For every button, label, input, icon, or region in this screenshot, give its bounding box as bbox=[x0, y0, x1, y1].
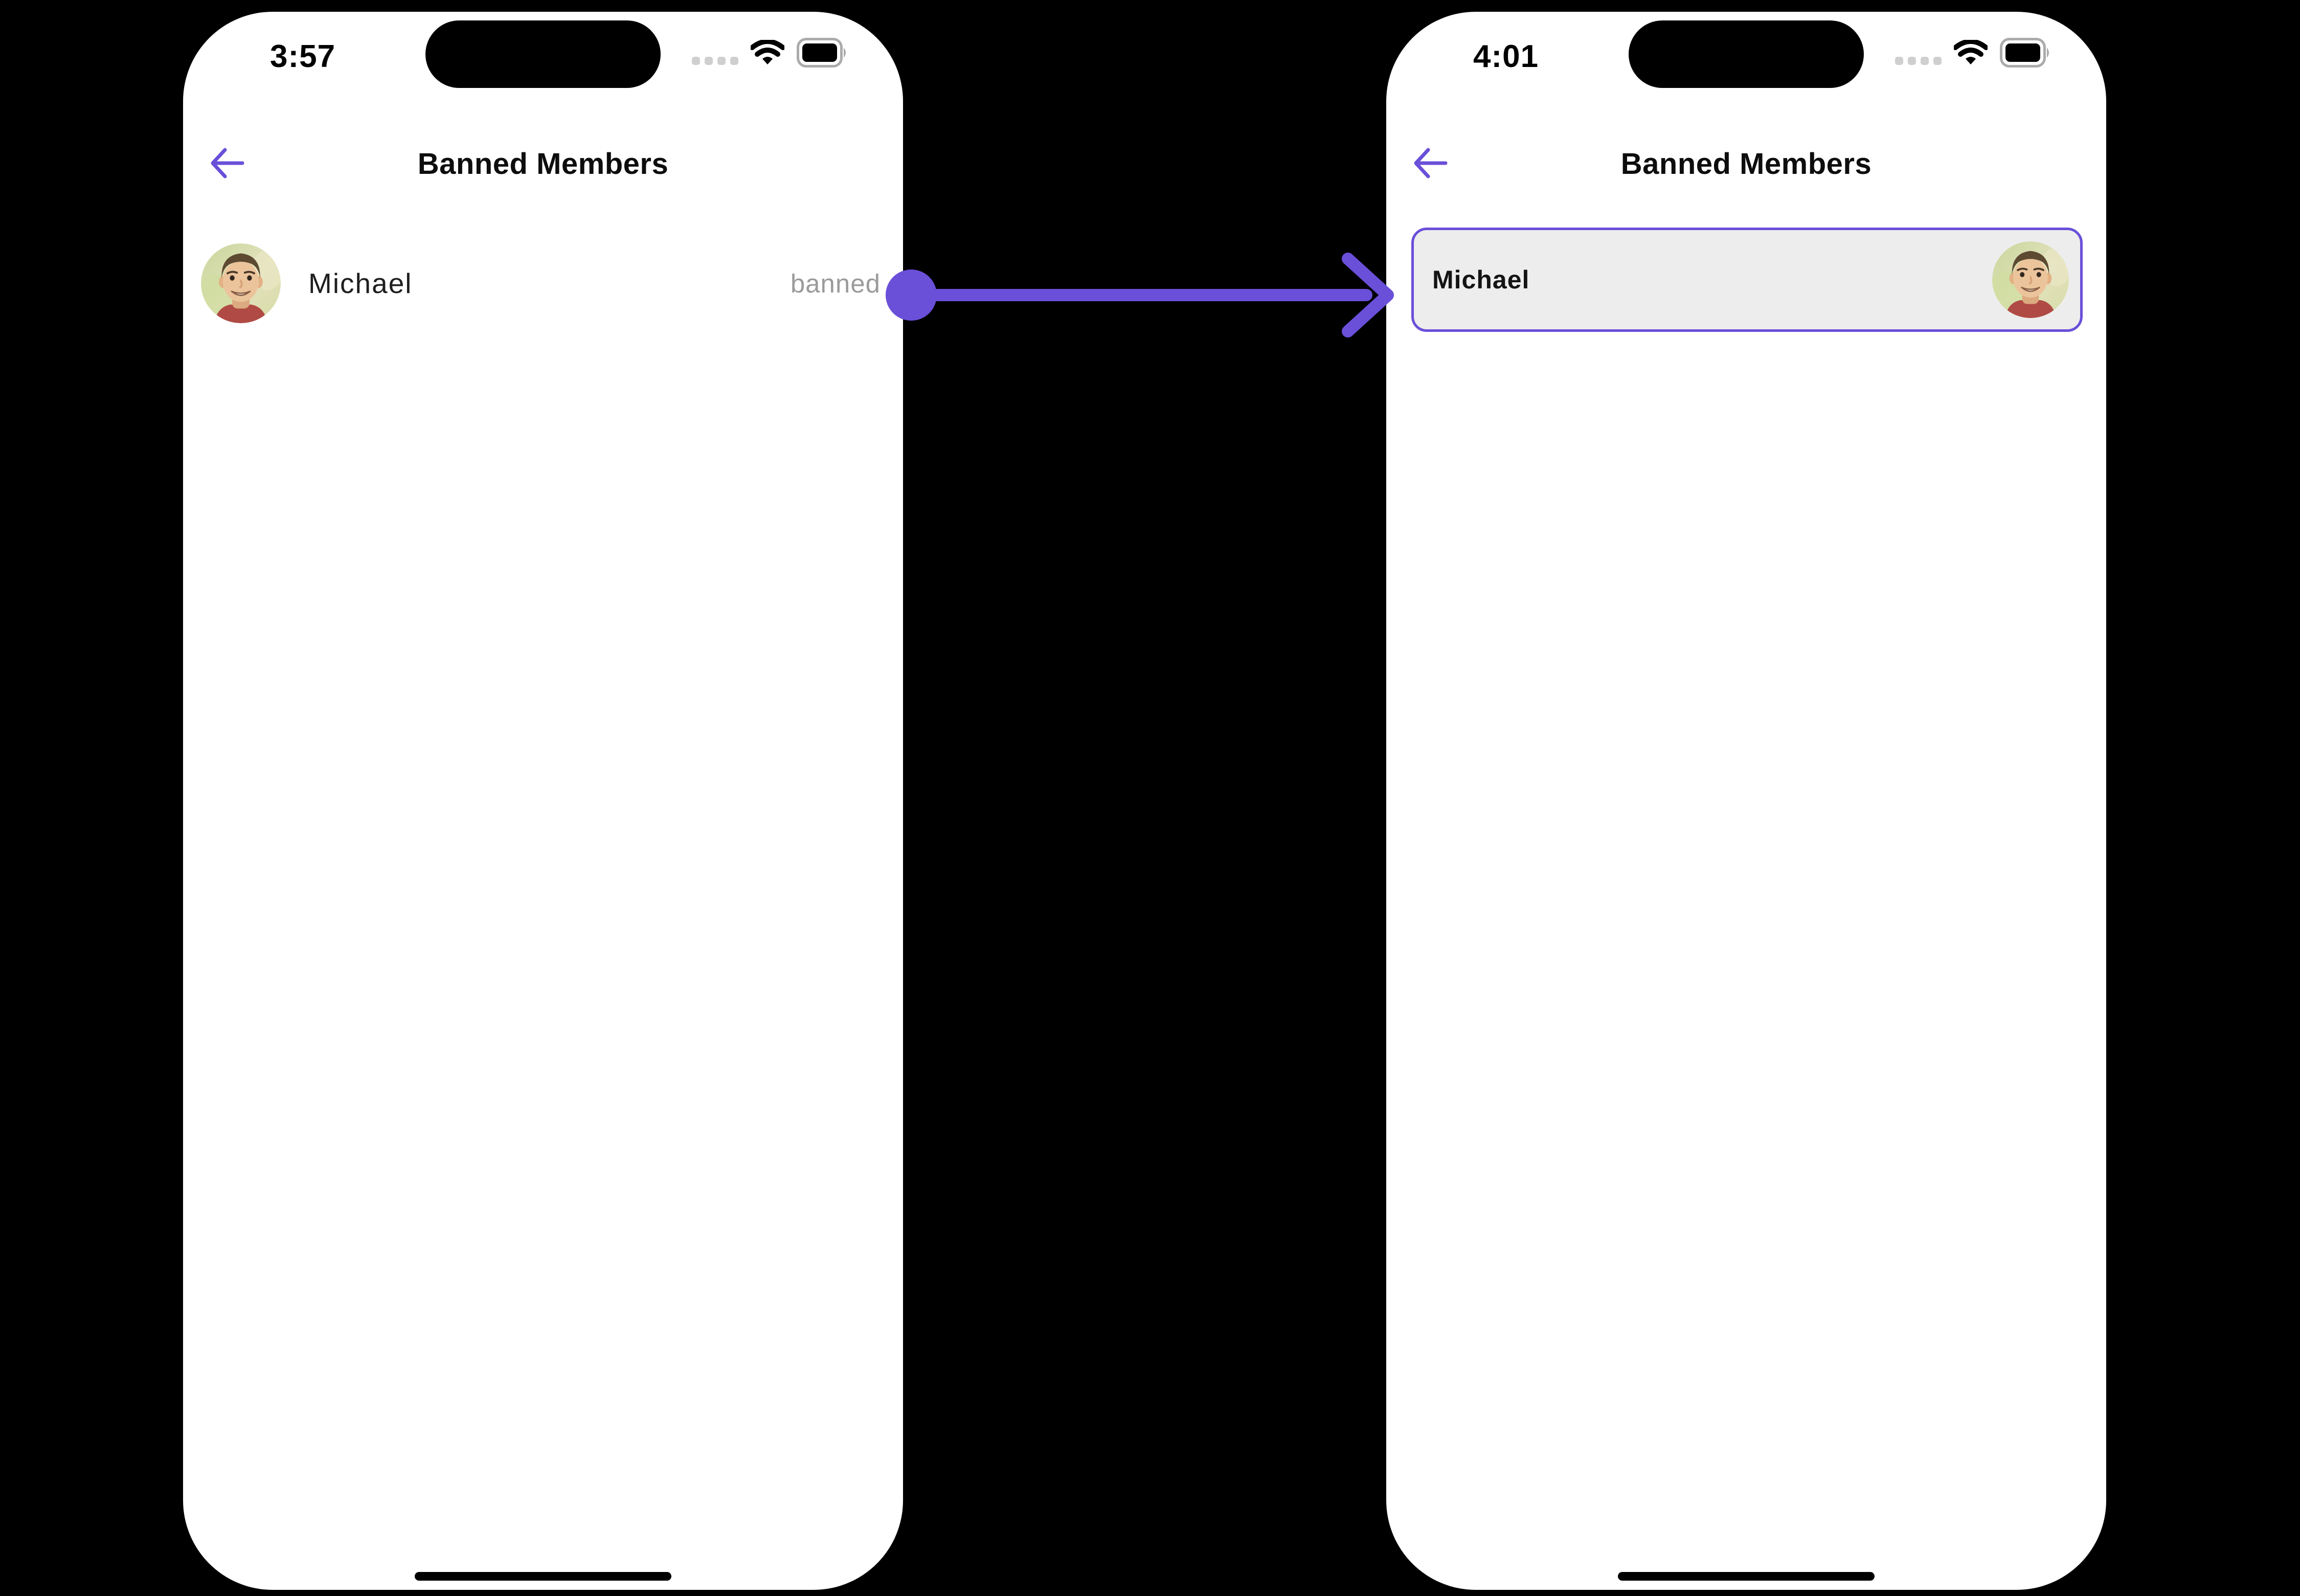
cellular-signal-icon bbox=[692, 57, 738, 65]
selected-member-card[interactable]: Michael bbox=[1411, 228, 2083, 332]
wifi-icon bbox=[1953, 38, 1989, 68]
right-phone-screen: 4:01 bbox=[1386, 12, 2106, 1590]
back-arrow-icon[interactable] bbox=[208, 144, 246, 183]
member-name: Michael bbox=[308, 267, 413, 299]
dynamic-island bbox=[425, 20, 661, 88]
page-title: Banned Members bbox=[1620, 147, 1872, 181]
page-title: Banned Members bbox=[417, 147, 669, 181]
back-arrow-icon[interactable] bbox=[1411, 144, 1450, 183]
member-name: Michael bbox=[1432, 265, 1530, 294]
status-bar: 4:01 bbox=[1386, 12, 2106, 109]
cellular-signal-icon bbox=[1895, 57, 1942, 65]
navigation-header: Banned Members bbox=[183, 140, 903, 201]
status-bar: 3:57 bbox=[183, 12, 903, 109]
status-time: 4:01 bbox=[1473, 39, 1539, 74]
status-time: 3:57 bbox=[270, 39, 336, 74]
banned-status-label: banned bbox=[790, 268, 881, 298]
home-indicator[interactable] bbox=[415, 1572, 671, 1581]
battery-icon bbox=[797, 37, 849, 70]
wifi-icon bbox=[750, 38, 785, 68]
michael-avatar bbox=[1992, 241, 2069, 318]
michael-avatar bbox=[201, 243, 281, 323]
navigation-header: Banned Members bbox=[1386, 140, 2106, 201]
battery-icon bbox=[2000, 37, 2052, 70]
banned-member-row[interactable]: Michael banned bbox=[183, 242, 903, 325]
home-indicator[interactable] bbox=[1618, 1572, 1875, 1581]
dynamic-island bbox=[1629, 20, 1864, 88]
left-phone-screen: 3:57 bbox=[183, 12, 903, 1590]
